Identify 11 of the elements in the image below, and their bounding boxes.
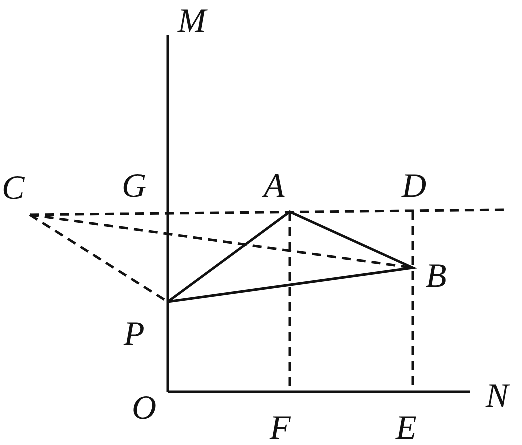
point-label: B [426, 260, 447, 294]
point-label: O [132, 392, 157, 426]
point-label: E [396, 412, 417, 445]
point-label: P [124, 318, 145, 352]
point-label: C [2, 172, 25, 206]
point-label: D [402, 170, 427, 204]
point-label: F [270, 412, 291, 445]
point-label: A [264, 170, 285, 204]
point-label: M [178, 5, 206, 39]
point-label: N [486, 380, 509, 414]
point-label: G [122, 170, 147, 204]
